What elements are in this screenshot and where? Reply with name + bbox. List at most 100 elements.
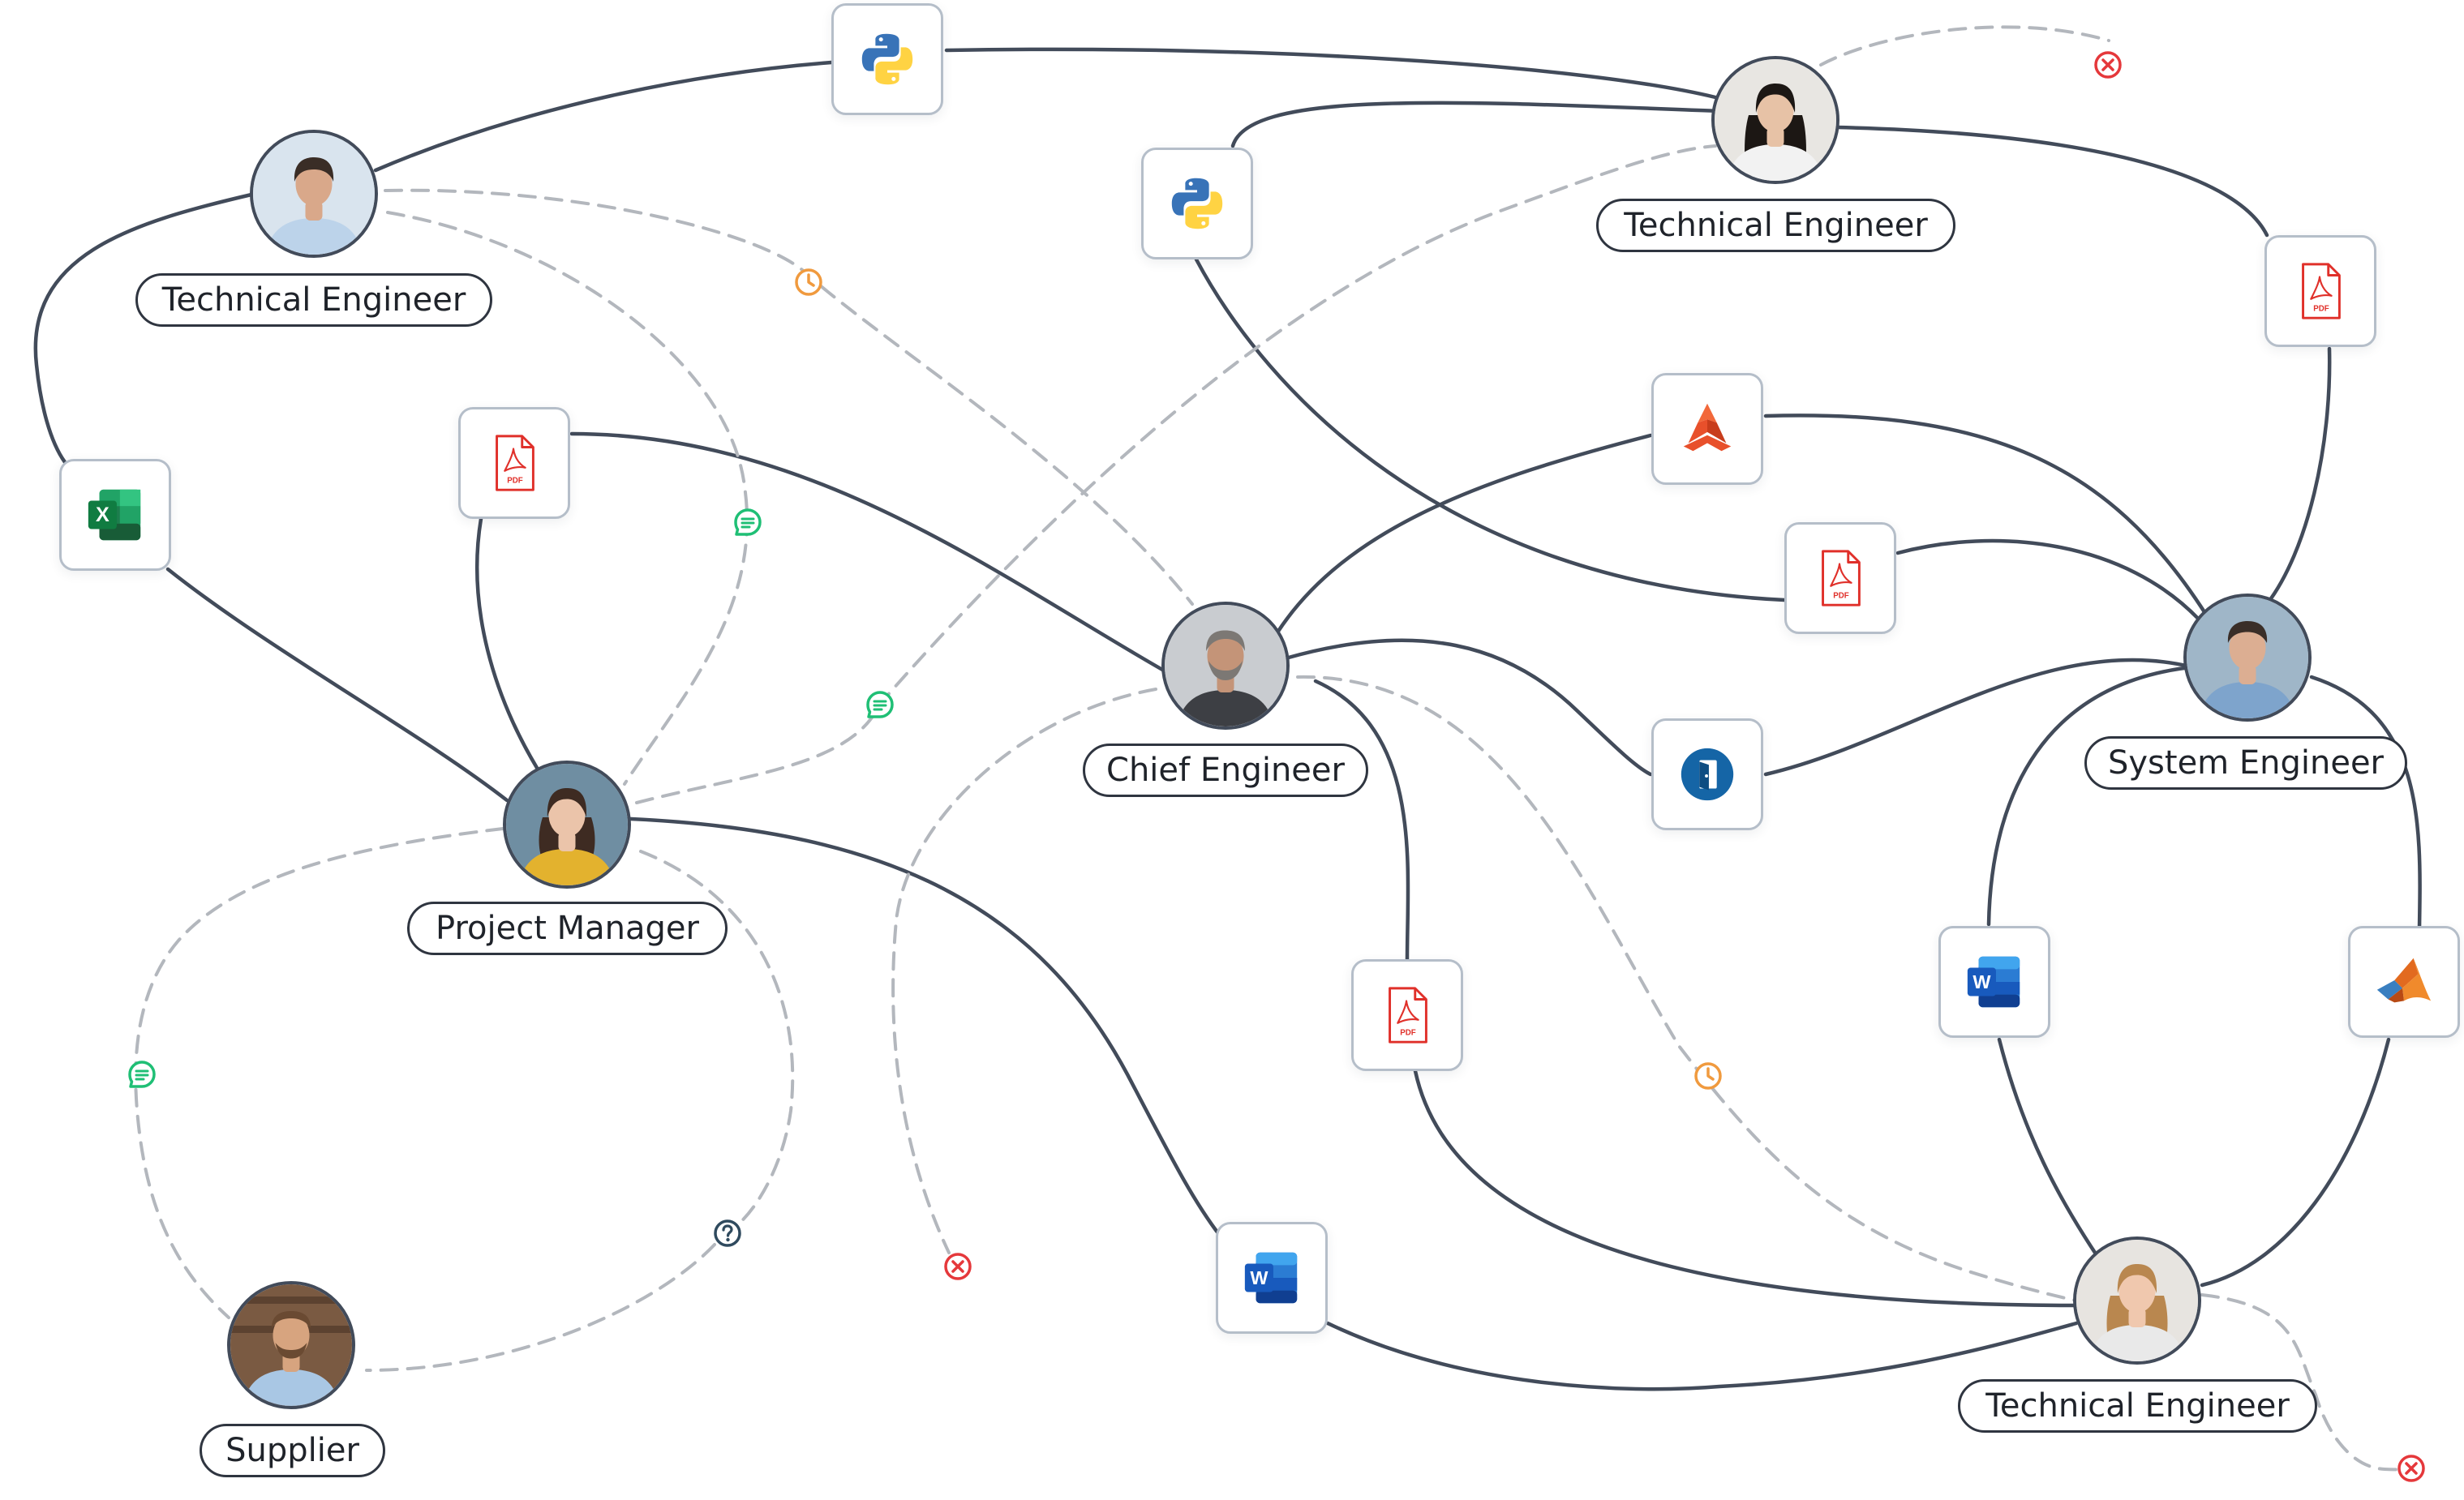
link-system-matlab [2309, 675, 2422, 931]
label-supplier: Supplier [200, 1424, 385, 1477]
person-avatar-icon [253, 133, 375, 255]
person-avatar-icon [506, 764, 628, 885]
link-pm-word1 [629, 816, 1223, 1239]
pdf-tile-3[interactable]: PDF [1784, 522, 1896, 634]
cad-app-icon [1683, 403, 1732, 452]
link-cad-system [1763, 414, 2209, 617]
question-icon [714, 1219, 741, 1247]
excel-icon: X [88, 489, 141, 541]
word-icon: W [1244, 1252, 1298, 1304]
svg-text:PDF: PDF [1400, 1028, 1416, 1037]
rejected-marker-bottom[interactable] [2396, 1453, 2427, 1484]
svg-text:PDF: PDF [2313, 304, 2329, 313]
comment-marker-3[interactable] [127, 1059, 157, 1090]
link-te1-excel [33, 192, 254, 465]
dash-te2-rejected [1819, 25, 2110, 66]
rejected-icon [2397, 1455, 2425, 1482]
link-pdf1-chief [569, 431, 1166, 673]
person-avatar-icon [1715, 59, 1836, 181]
comment-icon [128, 1061, 156, 1088]
link-te1-python1 [373, 60, 834, 173]
svg-text:W: W [1972, 971, 1991, 992]
link-pdf2-te3 [1413, 1069, 2079, 1308]
link-chief-door [1283, 638, 1653, 777]
python-tile-1[interactable] [831, 3, 943, 115]
avatar-technical-engineer-2[interactable] [1711, 56, 1839, 184]
label-technical-engineer-2: Technical Engineer [1596, 199, 1955, 252]
link-python2-pdf3 [1194, 257, 1787, 602]
person-avatar-icon [1165, 605, 1286, 726]
link-chief-pdf2 [1313, 679, 1410, 962]
avatar-project-manager[interactable] [503, 761, 631, 889]
pdf-tile-1[interactable]: PDF [458, 407, 570, 519]
person-avatar-icon [230, 1284, 352, 1406]
person-avatar-icon [2187, 597, 2308, 718]
svg-text:W: W [1250, 1267, 1268, 1288]
clock-icon [795, 268, 822, 296]
dash-pm-supplier [134, 827, 504, 1319]
word-tile-2[interactable]: W [1938, 926, 2050, 1038]
comment-marker-2[interactable] [865, 689, 895, 720]
link-word1-te3 [1325, 1321, 2079, 1391]
avatar-system-engineer[interactable] [2183, 594, 2312, 722]
link-python2-te2 [1230, 101, 1722, 148]
link-pdf3-system [1895, 538, 2204, 625]
matlab-icon [2376, 958, 2432, 1003]
pdf-file-icon: PDF [1389, 987, 1427, 1044]
python-icon [861, 33, 913, 85]
matlab-tile[interactable] [2348, 926, 2460, 1038]
label-technical-engineer-3: Technical Engineer [1958, 1379, 2317, 1433]
svg-text:PDF: PDF [1833, 591, 1849, 600]
clock-icon [1694, 1062, 1722, 1090]
rejected-marker-top[interactable] [2093, 49, 2123, 80]
avatar-technical-engineer-3[interactable] [2073, 1236, 2201, 1365]
rejected-icon [944, 1253, 972, 1280]
dash-chief-te3 [1296, 675, 2082, 1303]
pdf-file-icon: PDF [2302, 263, 2341, 319]
svg-text:PDF: PDF [507, 476, 523, 485]
link-system-word2 [1986, 664, 2200, 927]
dash-question-supplier [365, 1243, 716, 1372]
question-marker[interactable] [712, 1218, 743, 1249]
comment-icon [866, 691, 894, 718]
link-te2-pdf4 [1835, 125, 2269, 238]
comment-marker-1[interactable] [732, 507, 763, 538]
svg-text:X: X [96, 504, 109, 526]
link-word2-te3 [1997, 1037, 2099, 1258]
link-pdf4-system [2264, 346, 2332, 606]
rejected-marker-mid[interactable] [942, 1251, 973, 1282]
dash-te1-chief [384, 188, 1194, 606]
label-project-manager: Project Manager [407, 902, 728, 955]
link-pdf1-pm [475, 516, 539, 770]
python-icon [1171, 178, 1223, 229]
pdf-tile-2[interactable]: PDF [1351, 959, 1463, 1071]
label-chief-engineer: Chief Engineer [1083, 744, 1368, 797]
dash-chief-rejected [891, 688, 1157, 1254]
avatar-chief-engineer[interactable] [1161, 602, 1290, 730]
person-avatar-icon [2076, 1240, 2198, 1361]
avatar-technical-engineer-1[interactable] [250, 130, 378, 258]
dash-pm-te2 [635, 144, 1717, 804]
label-technical-engineer-1: Technical Engineer [135, 273, 492, 327]
pending-marker-2[interactable] [1693, 1061, 1724, 1091]
word-tile-1[interactable]: W [1216, 1222, 1328, 1334]
rejected-icon [2094, 51, 2122, 79]
label-system-engineer: System Engineer [2084, 736, 2407, 790]
avatar-supplier[interactable] [227, 1281, 355, 1409]
comment-icon [734, 508, 762, 536]
cad-app-tile[interactable] [1651, 373, 1763, 485]
python-tile-2[interactable] [1141, 148, 1253, 259]
excel-tile[interactable]: X [59, 459, 171, 571]
pdf-tile-4[interactable]: PDF [2264, 235, 2376, 347]
pending-marker-1[interactable] [793, 267, 824, 298]
link-python1-te2 [944, 47, 1718, 100]
dash-te1-pm [386, 211, 749, 786]
dash-te3-rejected [2200, 1293, 2412, 1472]
link-door-system [1763, 658, 2192, 777]
link-matlab-te3 [2200, 1037, 2391, 1288]
link-cad-chief [1275, 433, 1653, 635]
pdf-file-icon: PDF [1822, 550, 1861, 606]
word-icon: W [1967, 956, 2020, 1008]
door-app-tile[interactable] [1651, 718, 1763, 830]
